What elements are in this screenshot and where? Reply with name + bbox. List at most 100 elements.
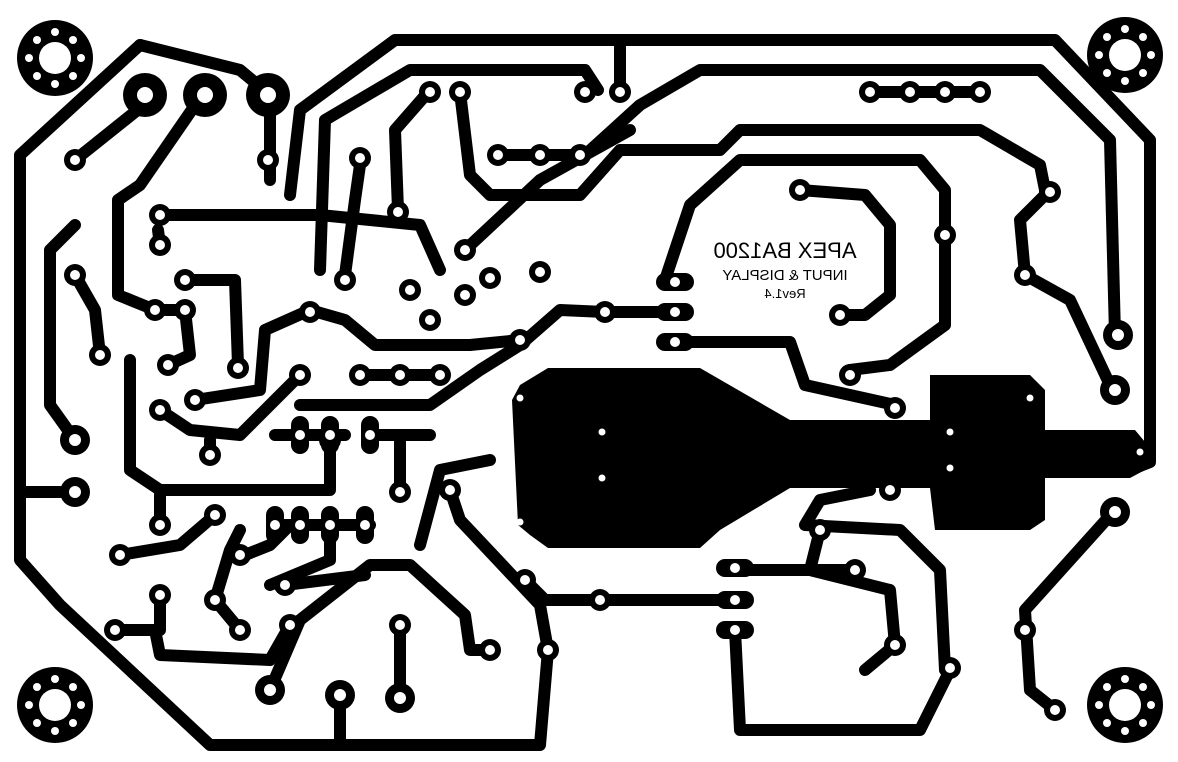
trace-left-o	[209, 524, 246, 636]
trace-right-e	[659, 154, 951, 286]
pad-hole	[150, 305, 160, 315]
pad-hole	[355, 370, 365, 380]
pad-hole	[197, 87, 213, 103]
pad-hole	[485, 273, 495, 283]
pad-hole	[460, 245, 470, 255]
pad-hole	[393, 207, 403, 217]
trace-left-n	[114, 509, 221, 561]
pad-hole	[155, 240, 165, 250]
pad-hole	[180, 305, 190, 315]
pad-hole	[795, 185, 805, 195]
pad-hole	[295, 370, 305, 380]
ic-pad-hole	[730, 595, 740, 605]
ic-pad-hole	[730, 563, 740, 573]
pad-hole	[1109, 506, 1121, 518]
pad-hole	[1020, 625, 1030, 635]
pad-hole	[69, 486, 81, 498]
trace-top-second	[314, 64, 604, 276]
trace-mid-a	[389, 84, 436, 216]
pad-hole	[69, 434, 81, 446]
ic-pad-hole	[270, 520, 280, 530]
trace-center-i	[264, 559, 496, 696]
trace-left-k	[189, 304, 526, 406]
trace-right-f	[794, 184, 896, 321]
ic-pad-hole	[670, 277, 680, 287]
via	[516, 394, 524, 402]
pad-hole	[835, 310, 845, 320]
pad-hole	[305, 307, 315, 317]
trace-mid-d	[459, 124, 636, 256]
pad-hole	[615, 87, 625, 97]
pad-hole	[137, 87, 153, 103]
pad-hole	[940, 230, 950, 240]
pad-hole	[885, 485, 895, 495]
pad-hole	[1045, 187, 1055, 197]
pad-hole	[1020, 270, 1030, 280]
ic-pad-hole	[730, 625, 740, 635]
board-subtitle: INPUT & DISPLAY	[722, 267, 847, 284]
pad-hole	[395, 487, 405, 497]
pad-hole	[394, 692, 406, 704]
via	[516, 518, 524, 526]
trace-left-mid	[339, 159, 366, 281]
ground-vias	[516, 394, 1144, 526]
pad-hole	[334, 689, 346, 701]
pad-hole	[520, 575, 530, 585]
pad-hole	[163, 360, 173, 370]
pad-hole	[425, 315, 435, 325]
board-revision: Rev1.4	[764, 286, 805, 301]
pad-hole	[1050, 705, 1060, 715]
mounting-hole-bottom-right	[1087, 667, 1163, 743]
pad-hole	[95, 350, 105, 360]
pad-hole	[155, 520, 165, 530]
pad-hole	[535, 267, 545, 277]
pad-hole	[395, 620, 405, 630]
via	[1026, 394, 1034, 402]
via	[1136, 448, 1144, 456]
pad-hole	[190, 395, 200, 405]
pad-hole	[595, 595, 605, 605]
trace-bottom-d	[804, 524, 901, 676]
trace-left-i	[44, 219, 81, 446]
pad-hole	[155, 210, 165, 220]
pad-hole	[340, 275, 350, 285]
pad-hole	[205, 450, 215, 460]
ic-pad-hole	[295, 520, 305, 530]
board-title: APEX BA1200	[713, 238, 856, 263]
trace-center-l	[444, 484, 554, 656]
pad-hole	[850, 565, 860, 575]
pad-hole	[940, 87, 950, 97]
ic-pad-hole	[365, 430, 375, 440]
pad-hole	[485, 645, 495, 655]
ic-pad-hole	[325, 430, 335, 440]
pad-hole	[455, 87, 465, 97]
pad-hole	[70, 270, 80, 280]
via	[598, 474, 606, 482]
pad-hole	[905, 87, 915, 97]
pad-hole	[285, 620, 295, 630]
pad-hole	[580, 87, 590, 97]
trace-center-m	[414, 454, 496, 551]
pad-hole	[115, 550, 125, 560]
trace-right-g	[674, 336, 901, 411]
pad-hole	[180, 275, 190, 285]
trace-mid-b	[454, 86, 1051, 201]
pad-hole	[460, 290, 470, 300]
pad-hole	[210, 595, 220, 605]
pad-hole	[815, 525, 825, 535]
pad-hole	[425, 87, 435, 97]
pad-hole	[435, 370, 445, 380]
ground-pour	[512, 368, 1145, 548]
pad-hole	[890, 403, 900, 413]
pad-hole	[395, 370, 405, 380]
ic-pad-hole	[670, 307, 680, 317]
pad-hole	[1109, 384, 1121, 396]
ic-pad-hole	[670, 337, 680, 347]
pad-hole	[210, 510, 220, 520]
pad-hole	[445, 485, 455, 495]
mounting-hole-top-right	[1087, 17, 1163, 93]
trace-right-b	[579, 64, 1121, 341]
pad-hole	[405, 285, 415, 295]
trace-bottom-e	[799, 484, 951, 676]
